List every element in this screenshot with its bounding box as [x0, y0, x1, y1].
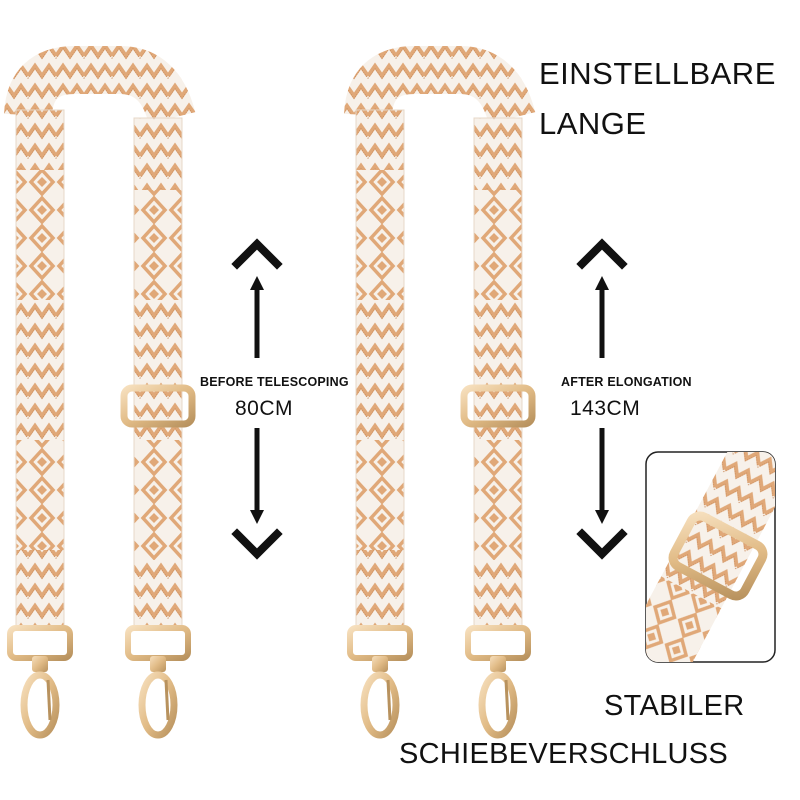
measure-value-before: 80CM	[235, 397, 294, 420]
measure-value-after: 143CM	[570, 397, 641, 420]
measure-label-after: AFTER ELONGATION	[561, 375, 692, 389]
feature-line-1: STABILER	[604, 690, 745, 722]
headline-line-2: LANGE	[539, 106, 647, 141]
measure-label-before: BEFORE TELESCOPING	[200, 375, 349, 389]
headline-line-1: EINSTELLBARE	[539, 56, 776, 91]
buckle-icon	[668, 511, 768, 601]
strap-after	[350, 70, 532, 735]
strap-before	[10, 70, 192, 735]
feature-line-2: SCHIEBEVERSCHLUSS	[399, 738, 729, 770]
buckle-detail-inset	[645, 451, 776, 663]
